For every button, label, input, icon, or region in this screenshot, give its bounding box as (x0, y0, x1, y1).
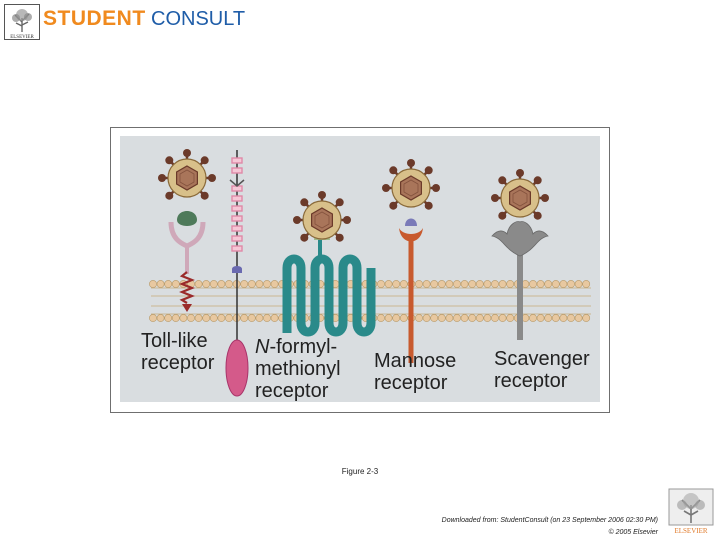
membrane-bead (241, 314, 248, 321)
membrane-bead (423, 314, 430, 321)
brand-consult: CONSULT (151, 8, 245, 31)
membrane-bead (567, 280, 574, 287)
membrane-bead (149, 280, 156, 287)
membrane-bead (499, 314, 506, 321)
membrane-bead (415, 314, 422, 321)
membrane-bead (210, 314, 217, 321)
membrane-bead (567, 314, 574, 321)
membrane-bead (218, 314, 225, 321)
membrane-bead (165, 280, 172, 287)
label-n-formyl-line1: N-formyl- (255, 336, 337, 358)
header-logo: ELSEVIER STUDENT CONSULT (2, 2, 242, 40)
membrane-bead (187, 314, 194, 321)
membrane-bead (263, 280, 270, 287)
membrane-bead (423, 280, 430, 287)
membrane-bead (195, 314, 202, 321)
brand-student: STUDENT (43, 7, 146, 31)
membrane-bead (149, 314, 156, 321)
membrane-bead (172, 314, 179, 321)
membrane-bead (172, 280, 179, 287)
membrane-bead (491, 280, 498, 287)
figure-caption: Figure 2-3 (0, 467, 720, 476)
membrane-bead (263, 314, 270, 321)
membrane-bead (484, 314, 491, 321)
membrane-bead (491, 314, 498, 321)
membrane-bead (575, 314, 582, 321)
label-scavenger-receptor: Scavenger receptor (494, 348, 590, 392)
membrane-bead (537, 314, 544, 321)
membrane-bead (385, 280, 392, 287)
membrane-bead (552, 314, 559, 321)
membrane-bead (203, 314, 210, 321)
receptor-figure: Toll-like receptor N-formyl- methionyl r… (110, 127, 610, 413)
elsevier-logo-text: ELSEVIER (10, 35, 34, 40)
membrane-bead (415, 280, 422, 287)
membrane-bead (393, 314, 400, 321)
membrane-bead (385, 314, 392, 321)
membrane-bead (507, 280, 514, 287)
membrane-bead (461, 280, 468, 287)
membrane-bead (210, 280, 217, 287)
membrane-bead (476, 314, 483, 321)
membrane-bead (438, 314, 445, 321)
membrane-bead (271, 280, 278, 287)
label-n-formyl-italic: N (255, 336, 269, 358)
membrane-bead (560, 314, 567, 321)
label-n-formyl-rest: -formyl- (269, 336, 337, 358)
elsevier-footer-logo-icon: ELSEVIER (667, 487, 715, 535)
membrane-bead (248, 280, 255, 287)
membrane-bead (431, 280, 438, 287)
membrane-bead (218, 280, 225, 287)
membrane-bead (165, 314, 172, 321)
membrane-bead (545, 280, 552, 287)
membrane-bead (537, 280, 544, 287)
membrane-bead (469, 314, 476, 321)
download-notice: Downloaded from: StudentConsult (on 23 S… (442, 517, 658, 524)
membrane-bead (377, 314, 384, 321)
membrane-bead (476, 280, 483, 287)
membrane-bead (529, 314, 536, 321)
membrane-bead (453, 280, 460, 287)
membrane-bead (446, 314, 453, 321)
copyright-notice: © 2005 Elsevier (608, 529, 658, 536)
membrane-bead (271, 314, 278, 321)
label-toll-like-receptor: Toll-like receptor (141, 330, 214, 374)
membrane-bead (469, 280, 476, 287)
label-mannose-receptor: Mannose receptor (374, 350, 456, 394)
membrane-bead (256, 280, 263, 287)
membrane-bead (203, 280, 210, 287)
label-n-formyl-methionyl-receptor: methionyl receptor (255, 358, 341, 402)
elsevier-footer-logo-text: ELSEVIER (674, 527, 707, 535)
membrane-bead (575, 280, 582, 287)
membrane-bead (157, 280, 164, 287)
membrane-bead (583, 280, 590, 287)
elsevier-tree-icon: ELSEVIER (4, 4, 40, 40)
membrane-bead (431, 314, 438, 321)
membrane-bead (560, 280, 567, 287)
membrane-bead (256, 314, 263, 321)
membrane-bead (393, 280, 400, 287)
membrane-bead (241, 280, 248, 287)
membrane-bead (225, 280, 232, 287)
membrane-bead (400, 314, 407, 321)
membrane-bead (400, 280, 407, 287)
membrane-bead (552, 280, 559, 287)
membrane-bead (438, 280, 445, 287)
membrane-bead (180, 314, 187, 321)
membrane-bead (453, 314, 460, 321)
membrane-bead (157, 314, 164, 321)
membrane-bead (248, 314, 255, 321)
membrane-bead (583, 314, 590, 321)
membrane-bead (195, 280, 202, 287)
membrane-bead (545, 314, 552, 321)
membrane-bead (499, 280, 506, 287)
membrane-bead (507, 314, 514, 321)
membrane-bead (529, 280, 536, 287)
membrane-bead (461, 314, 468, 321)
membrane-bead (484, 280, 491, 287)
membrane-bead (446, 280, 453, 287)
membrane-bead (377, 280, 384, 287)
membrane-bead (225, 314, 232, 321)
